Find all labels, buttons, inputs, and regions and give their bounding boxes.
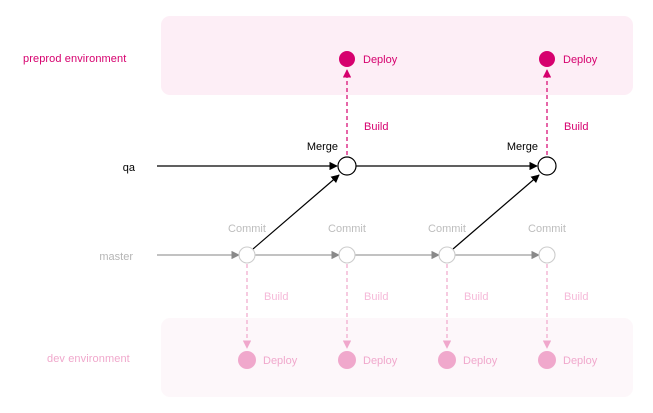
deploy-node-label: Deploy bbox=[563, 355, 598, 367]
dev-environment-band bbox=[161, 318, 633, 397]
dev-environment-label: dev environment bbox=[47, 353, 130, 365]
deploy-node[interactable] bbox=[238, 351, 256, 369]
merge-arrow-2 bbox=[452, 174, 540, 250]
deploy-node-label: Deploy bbox=[563, 54, 598, 66]
commit-node[interactable] bbox=[538, 246, 556, 264]
commit-node[interactable] bbox=[438, 246, 456, 264]
commit-node-label: Commit bbox=[428, 223, 466, 235]
build-edge-label: Build bbox=[364, 121, 388, 133]
merge-nodes: Merge Merge bbox=[307, 141, 557, 176]
deploy-node-label: Deploy bbox=[363, 355, 398, 367]
preprod-build-arrows bbox=[342, 69, 552, 155]
merge-node-label: Merge bbox=[307, 141, 338, 153]
merge-node[interactable] bbox=[537, 156, 557, 176]
build-edge-label: Build bbox=[464, 291, 488, 303]
merge-node[interactable] bbox=[337, 156, 357, 176]
deploy-node[interactable] bbox=[339, 51, 355, 67]
deploy-node[interactable] bbox=[539, 51, 555, 67]
commit-nodes: Commit Commit Commit Commit bbox=[228, 223, 566, 264]
preprod-deploy-nodes: Deploy Build Deploy Build bbox=[339, 51, 598, 133]
commit-node[interactable] bbox=[338, 246, 356, 264]
deploy-node[interactable] bbox=[338, 351, 356, 369]
preprod-environment-band bbox=[161, 16, 633, 95]
deploy-node-label: Deploy bbox=[463, 355, 498, 367]
commit-node[interactable] bbox=[238, 246, 256, 264]
build-edge-label: Build bbox=[564, 121, 588, 133]
build-edge-label: Build bbox=[364, 291, 388, 303]
master-branch-label: master bbox=[99, 251, 133, 263]
merge-node-label: Merge bbox=[507, 141, 538, 153]
environment-bands bbox=[161, 16, 633, 397]
merge-arrows bbox=[252, 174, 540, 250]
deploy-node[interactable] bbox=[538, 351, 556, 369]
deploy-node[interactable] bbox=[438, 351, 456, 369]
deploy-node-label: Deploy bbox=[263, 355, 298, 367]
build-edge-label: Build bbox=[564, 291, 588, 303]
commit-node-label: Commit bbox=[528, 223, 566, 235]
build-edge-label: Build bbox=[264, 291, 288, 303]
merge-arrow-1 bbox=[252, 174, 340, 250]
qa-branch-label: qa bbox=[123, 162, 136, 174]
deploy-node-label: Deploy bbox=[363, 54, 398, 66]
commit-node-label: Commit bbox=[328, 223, 366, 235]
dev-build-arrows bbox=[242, 264, 552, 349]
commit-node-label: Commit bbox=[228, 223, 266, 235]
dev-deploy-nodes: Deploy Build Deploy Build Deploy Build D… bbox=[238, 291, 598, 369]
preprod-environment-label: preprod environment bbox=[23, 53, 126, 65]
